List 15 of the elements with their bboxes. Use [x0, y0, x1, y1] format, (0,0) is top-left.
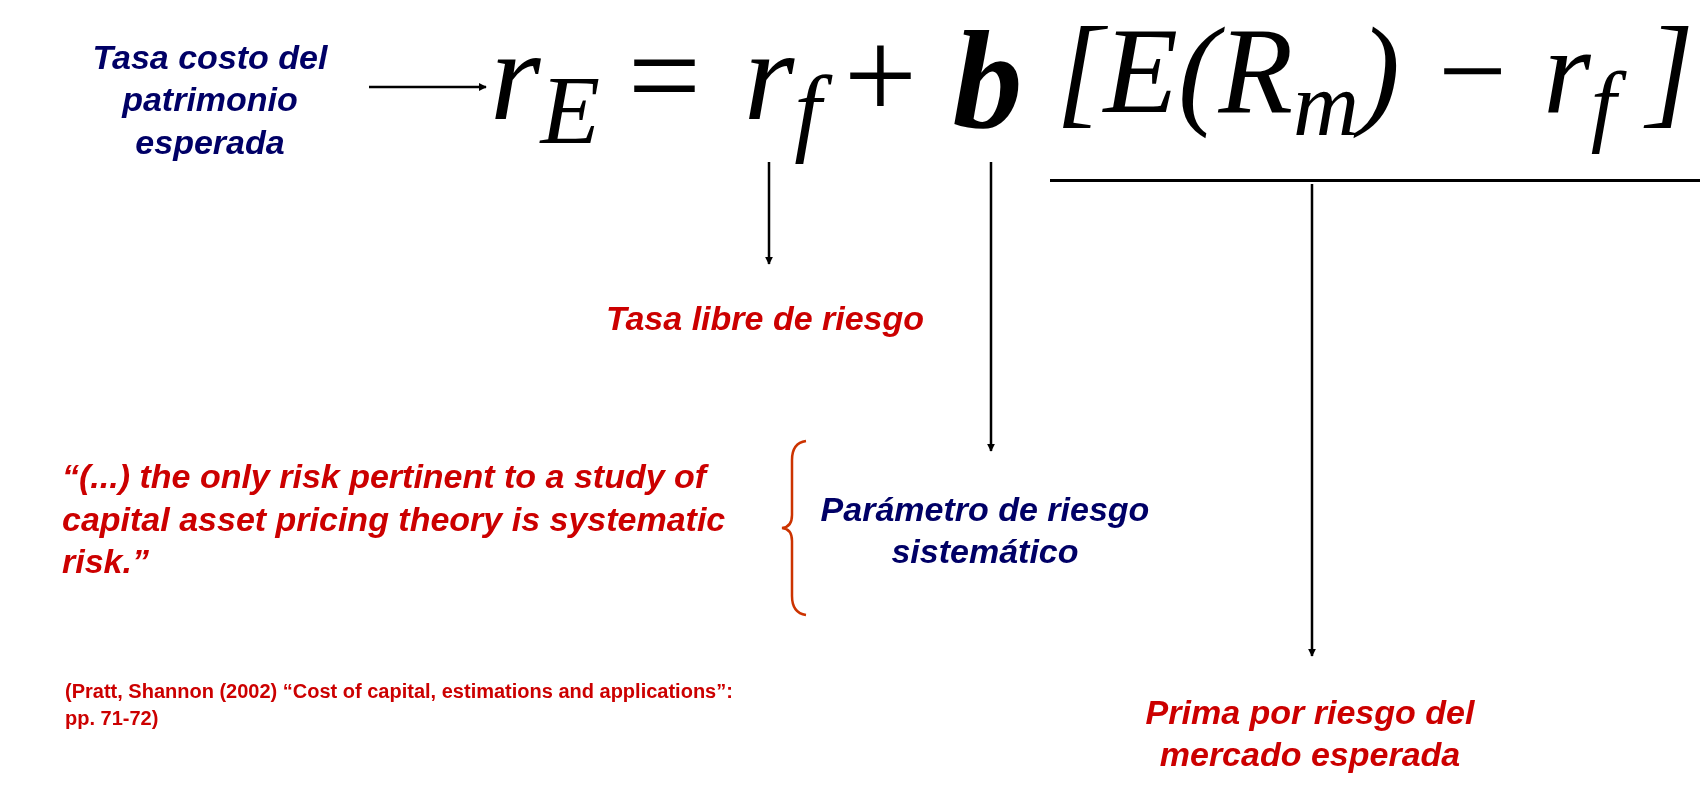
- formula-term: r$_{E}$: [490, 10, 600, 160]
- annotation-text: Tasa libre de riesgo: [600, 268, 930, 368]
- annotation-text: Tasa costo del patrimonio esperada: [55, 32, 365, 167]
- equals-sign: =: [626, 10, 703, 140]
- formula-term: [E(R$_{m}$) − r$_{f}$ ]: [1050, 10, 1700, 182]
- plus-sign: +: [842, 10, 919, 140]
- annotation-text: Parámetro de riesgo sistemático: [815, 455, 1155, 605]
- citation-text: (Pratt, Shannon (2002) “Cost of capital, estimations and applications”: pp. 71-72): [65, 679, 734, 731]
- arrow: [987, 162, 995, 452]
- arrow: [765, 162, 773, 265]
- quote-text: “(...) the only risk pertinent to a study of capital asset pricing theory is systematic risk.”: [62, 456, 727, 582]
- arrow: [369, 83, 487, 91]
- arrow: [1308, 184, 1316, 657]
- annotation-text: Prima por riesgo del mercado esperada: [1090, 660, 1530, 806]
- formula-term: b: [930, 10, 1045, 160]
